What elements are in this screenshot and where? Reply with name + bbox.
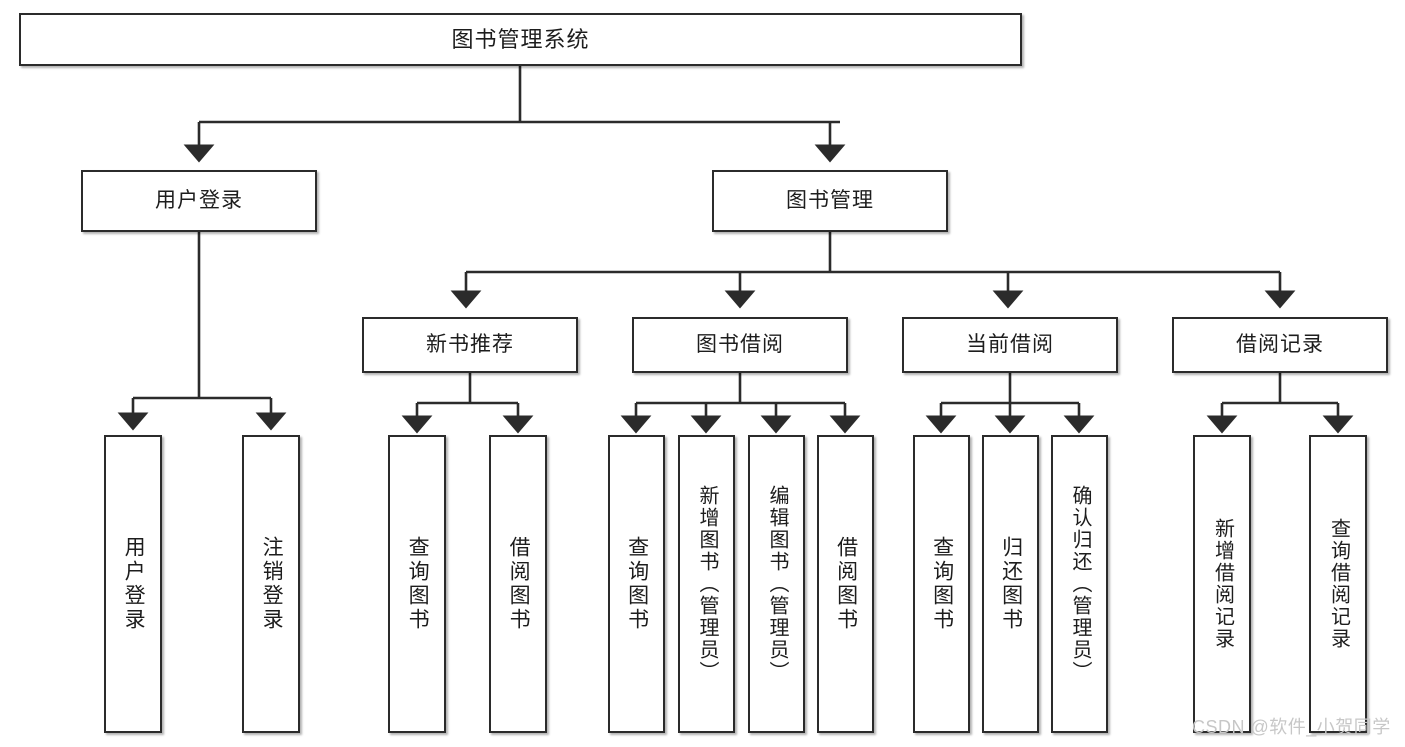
node-book-management[interactable]: 图书管理 [712,170,948,232]
leaf-book-borrow-query[interactable]: 查询图书 [608,435,665,733]
leaf-user-login-login[interactable]: 用户登录 [104,435,162,733]
leaf-current-borrow-return-label: 归还图书 [999,536,1023,632]
leaf-current-borrow-query[interactable]: 查询图书 [913,435,970,733]
leaf-new-book-query[interactable]: 查询图书 [388,435,446,733]
leaf-borrow-record-add[interactable]: 新增借阅记录 [1193,435,1251,733]
node-book-borrow-label: 图书借阅 [696,332,784,356]
leaf-user-login-login-label: 用户登录 [122,536,146,632]
node-borrow-record[interactable]: 借阅记录 [1172,317,1388,373]
leaf-user-login-logout-label: 注销登录 [260,536,284,632]
leaf-current-borrow-return[interactable]: 归还图书 [982,435,1039,733]
leaf-book-borrow-edit-label: 编辑图书（管理员） [766,485,788,683]
leaf-current-borrow-confirm-label: 确认归还（管理员） [1069,485,1091,683]
node-new-book-recommend[interactable]: 新书推荐 [362,317,578,373]
leaf-book-borrow-edit[interactable]: 编辑图书（管理员） [748,435,805,733]
leaf-new-book-borrow[interactable]: 借阅图书 [489,435,547,733]
node-user-login-label: 用户登录 [155,188,243,212]
node-current-borrow-label: 当前借阅 [966,332,1054,356]
leaf-book-borrow-borrow[interactable]: 借阅图书 [817,435,874,733]
node-book-borrow[interactable]: 图书借阅 [632,317,848,373]
node-root[interactable]: 图书管理系统 [19,13,1022,66]
leaf-user-login-logout[interactable]: 注销登录 [242,435,300,733]
leaf-book-borrow-add[interactable]: 新增图书（管理员） [678,435,735,733]
leaf-borrow-record-add-label: 新增借阅记录 [1211,518,1234,650]
leaf-book-borrow-query-label: 查询图书 [625,536,649,632]
leaf-new-book-borrow-label: 借阅图书 [507,536,531,632]
node-new-book-recommend-label: 新书推荐 [426,332,514,356]
node-user-login[interactable]: 用户登录 [81,170,317,232]
leaf-current-borrow-confirm[interactable]: 确认归还（管理员） [1051,435,1108,733]
csdn-watermark: CSDN @软件_小贺同学 [1192,717,1391,737]
leaf-book-borrow-add-label: 新增图书（管理员） [696,485,718,683]
leaf-borrow-record-query-label: 查询借阅记录 [1327,518,1350,650]
leaf-book-borrow-borrow-label: 借阅图书 [834,536,858,632]
node-book-management-label: 图书管理 [786,188,874,212]
leaf-current-borrow-query-label: 查询图书 [930,536,954,632]
node-borrow-record-label: 借阅记录 [1236,332,1324,356]
node-current-borrow[interactable]: 当前借阅 [902,317,1118,373]
leaf-borrow-record-query[interactable]: 查询借阅记录 [1309,435,1367,733]
node-root-label: 图书管理系统 [451,26,590,52]
leaf-new-book-query-label: 查询图书 [406,536,430,632]
